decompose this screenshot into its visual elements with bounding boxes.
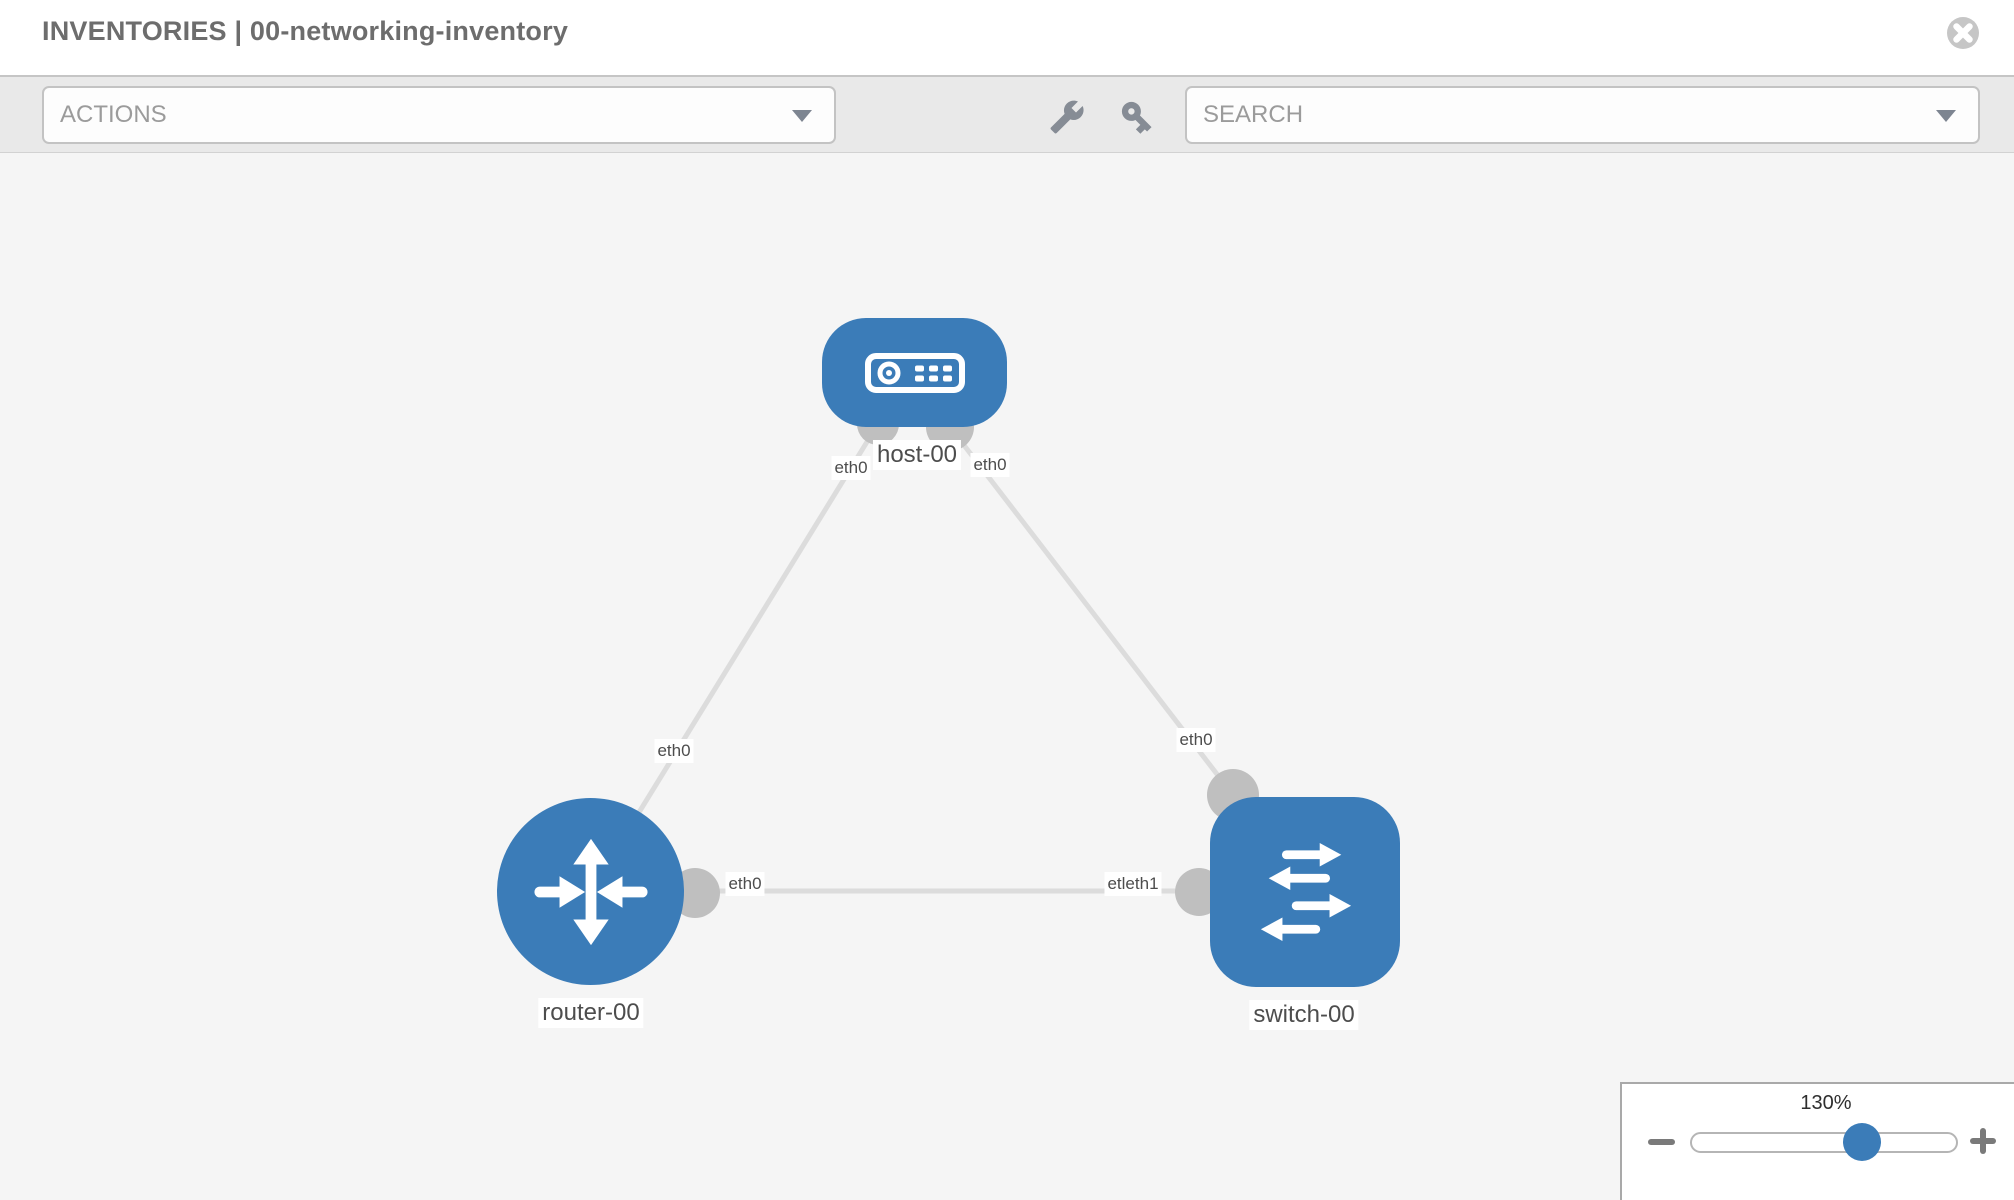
credentials-button[interactable] xyxy=(1115,95,1159,139)
configure-tools-button[interactable] xyxy=(1045,95,1089,139)
zoom-level-value: 130% xyxy=(1800,1092,1852,1114)
plus-icon xyxy=(1980,1128,1986,1154)
zoom-slider-track[interactable] xyxy=(1690,1132,1958,1153)
zoom-out-button[interactable] xyxy=(1640,1129,1682,1155)
interface-label[interactable]: eth0 xyxy=(831,456,871,480)
interface-label[interactable]: etleth1 xyxy=(1104,872,1162,896)
router-icon xyxy=(533,838,648,945)
node-label-router-00[interactable]: router-00 xyxy=(538,998,644,1028)
toolbar: ACTIONS SEARCH xyxy=(0,75,2014,153)
wrench-icon xyxy=(1050,100,1084,134)
chevron-down-icon xyxy=(792,110,812,122)
interface-label[interactable]: eth0 xyxy=(654,739,694,763)
node-label-host-00[interactable]: host-00 xyxy=(872,440,962,470)
interface-label[interactable]: eth0 xyxy=(1176,728,1216,752)
host-icon xyxy=(864,352,965,393)
search-placeholder: SEARCH xyxy=(1203,101,1304,128)
node-router-00[interactable] xyxy=(497,798,684,985)
interface-label[interactable]: eth0 xyxy=(725,872,765,896)
node-switch-00[interactable] xyxy=(1210,797,1400,987)
actions-dropdown[interactable]: ACTIONS xyxy=(42,86,836,144)
search-dropdown[interactable]: SEARCH xyxy=(1185,86,1980,144)
actions-dropdown-label: ACTIONS xyxy=(60,101,167,128)
node-host-00[interactable] xyxy=(822,318,1007,427)
zoom-slider-knob[interactable] xyxy=(1843,1123,1881,1161)
switch-icon xyxy=(1260,842,1352,942)
zoom-panel: 130% xyxy=(1620,1082,2014,1200)
close-icon xyxy=(1947,17,1979,49)
zoom-in-button[interactable] xyxy=(1964,1122,2002,1160)
key-icon xyxy=(1121,101,1152,134)
chevron-down-icon xyxy=(1936,110,1956,122)
page-title: INVENTORIES | 00-networking-inventory xyxy=(42,16,569,46)
header-bar: INVENTORIES | 00-networking-inventory xyxy=(0,0,2014,75)
close-button[interactable] xyxy=(1946,16,1980,50)
topology-canvas[interactable]: eth0 eth0 eth0 eth0 eth0 etleth1 host-00… xyxy=(0,153,2014,1200)
topology-links-layer xyxy=(587,403,1305,918)
interface-label[interactable]: eth0 xyxy=(970,453,1010,477)
minus-icon xyxy=(1648,1139,1675,1145)
node-label-switch-00[interactable]: switch-00 xyxy=(1249,1000,1359,1030)
